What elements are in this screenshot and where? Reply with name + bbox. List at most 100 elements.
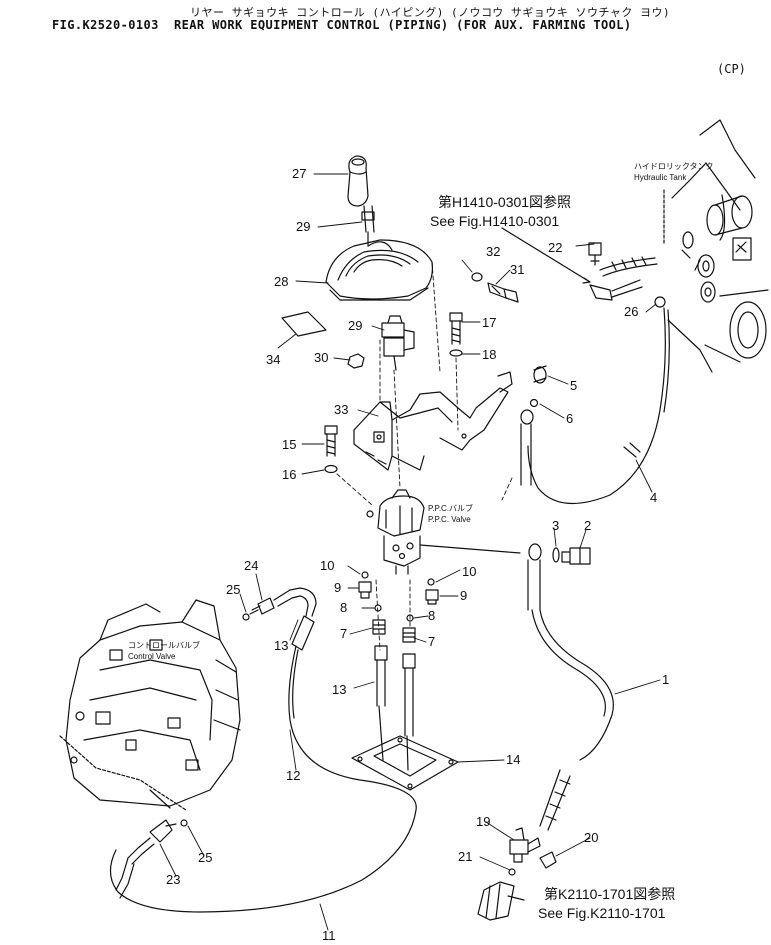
part-7-elbow-left — [372, 619, 386, 635]
region-code: (CP) — [717, 62, 746, 76]
part-13-hose-left — [109, 587, 417, 913]
callout-7-right: 7 — [428, 634, 435, 649]
ppc-valve-body — [366, 489, 425, 575]
callout-8-right: 8 — [428, 608, 435, 623]
callout-25-lower: 25 — [198, 850, 212, 865]
part-23-elbow — [115, 819, 177, 899]
callout-8-left: 8 — [340, 600, 347, 615]
callout-13-center: 13 — [332, 682, 346, 697]
callout-18: 18 — [482, 347, 496, 362]
part-24-fitting — [249, 597, 275, 615]
hose-4 — [527, 307, 666, 505]
control-valve-label-jp: コントロールバルブ — [128, 640, 200, 650]
callout-15: 15 — [282, 437, 296, 452]
callout-3: 3 — [552, 518, 559, 533]
part-30-nut — [347, 353, 365, 369]
part-22-fitting — [588, 242, 602, 266]
part-9-adapter-left — [358, 581, 372, 599]
part-13-hose-vertical — [374, 645, 416, 771]
part-34-sheet — [281, 311, 327, 337]
callout-16: 16 — [282, 467, 296, 482]
ref-h1410-jp: 第H1410-0301図参照 — [438, 194, 571, 210]
japanese-title: リヤー サギョウキ コントロール (ハイピング) (ノウコウ サギョウキ ソウチ… — [190, 6, 671, 19]
callout-10-left: 10 — [320, 558, 334, 573]
callout-31: 31 — [510, 262, 524, 277]
part-3-o-ring — [552, 547, 560, 563]
callout-1: 1 — [662, 672, 669, 687]
part-1-hose — [527, 543, 614, 831]
callout-28: 28 — [274, 274, 288, 289]
callout-4: 4 — [650, 490, 657, 505]
callout-29-lower: 29 — [348, 318, 362, 333]
part-14-plate — [351, 735, 459, 791]
callout-9-right: 9 — [460, 588, 467, 603]
ref-h1410-arrow — [501, 227, 591, 283]
part-17-bolt — [449, 312, 463, 345]
callout-32: 32 — [486, 244, 500, 259]
part-20-plug — [539, 851, 557, 869]
callout-9-left: 9 — [334, 580, 341, 595]
ref-k2110-en: See Fig.K2110-1701 — [538, 905, 666, 921]
callout-30: 30 — [314, 350, 328, 365]
part-26-tee — [589, 256, 666, 308]
callout-27: 27 — [292, 166, 306, 181]
hose-end-upper — [520, 409, 534, 486]
callout-25-upper: 25 — [226, 582, 240, 597]
part-16-washer — [324, 464, 338, 474]
callout-10-right: 10 — [462, 564, 476, 579]
part-9-adapter-right — [425, 589, 439, 605]
callout-17: 17 — [482, 315, 496, 330]
control-valve-drawing — [59, 599, 241, 811]
callout-34: 34 — [266, 352, 280, 367]
callout-29-upper: 29 — [296, 219, 310, 234]
ref-k2110-jp: 第K2110-1701図参照 — [544, 886, 675, 902]
callout-19: 19 — [476, 814, 490, 829]
callout-leaders — [159, 173, 661, 931]
callout-2: 2 — [584, 518, 591, 533]
ppc-valve-label-jp: P.P.C.バルブ — [428, 503, 473, 513]
part-8-o-ring-right — [406, 614, 414, 622]
part-29-lever — [361, 205, 375, 247]
part-19-tee — [509, 827, 541, 863]
callout-26: 26 — [624, 304, 638, 319]
callout-33: 33 — [334, 402, 348, 417]
part-7-elbow-right — [402, 627, 416, 643]
part-15-bolt — [324, 425, 338, 457]
part-10-o-ring-left — [361, 571, 369, 579]
construction-lines — [336, 261, 513, 651]
part-21-o-ring — [508, 868, 516, 876]
part-31-bolt — [487, 282, 519, 303]
hydraulic-tank-label-jp: ハイドロリックタンク — [634, 162, 714, 171]
part-2-plug — [561, 547, 591, 565]
callout-22: 22 — [548, 240, 562, 255]
callout-24: 24 — [244, 558, 258, 573]
part-25-o-ring-lower — [180, 819, 188, 827]
figure-title-line: FIG.K2520-0103 REAR WORK EQUIPMENT CONTR… — [52, 18, 631, 32]
callout-13-left: 13 — [274, 638, 288, 653]
part-8-o-ring-left — [374, 604, 382, 612]
part-27-knob — [347, 155, 369, 207]
ref-h1410-en: See Fig.H1410-0301 — [430, 213, 559, 229]
ppc-valve-label-en: P.P.C. Valve — [428, 515, 471, 524]
callout-21: 21 — [458, 849, 472, 864]
ppc-outlet-pipe — [419, 544, 521, 554]
part-18-washer — [449, 349, 463, 357]
callout-20: 20 — [584, 830, 598, 845]
callout-12: 12 — [286, 768, 300, 783]
callout-6: 6 — [566, 411, 573, 426]
hydraulic-tank-label-en: Hydraulic Tank — [634, 173, 687, 182]
control-valve-label-en: Control Valve — [128, 652, 176, 661]
callout-5: 5 — [570, 378, 577, 393]
figure-code: FIG.K2520-0103 — [52, 18, 159, 32]
figure-title: REAR WORK EQUIPMENT CONTROL (PIPING) (FO… — [174, 18, 632, 32]
callout-23: 23 — [166, 872, 180, 887]
ref-k2110-component — [477, 881, 525, 921]
callout-14: 14 — [506, 752, 520, 767]
callout-11: 11 — [322, 928, 336, 943]
part-33-bracket — [353, 371, 513, 471]
hydraulic-tank-drawing — [667, 119, 769, 373]
part-29-bracket — [381, 315, 415, 371]
part-32-washer — [471, 272, 483, 282]
part-10-o-ring-right — [427, 578, 435, 586]
